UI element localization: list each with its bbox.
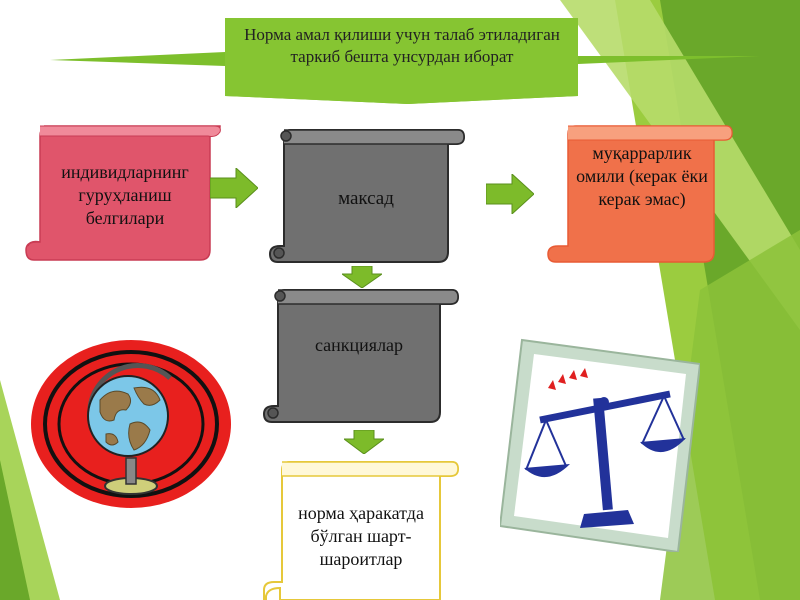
arrow-down-1	[342, 266, 382, 288]
label-group-features: индивидларнинг гуруҳланиш белгилари	[61, 161, 189, 228]
label-conditions: норма ҳаракатда бўлган шарт-шароитлар	[298, 502, 424, 569]
scroll-sanctions: санкциялар	[262, 286, 460, 426]
scales-of-justice-icon	[500, 338, 700, 552]
label-goal: максад	[338, 187, 394, 209]
arrow-right-1	[210, 168, 258, 208]
diagram-title: Норма амал қилиши учун талаб этиладиган …	[244, 25, 560, 66]
arrow-right-2	[486, 174, 534, 214]
globe-icon	[31, 340, 231, 508]
label-sanctions: санкциялар	[314, 335, 404, 355]
arrow-down-2	[344, 430, 384, 454]
scroll-necessity: муқаррарлик омили (керак ёки керак эмас)	[547, 124, 733, 264]
label-necessity: муқаррарлик омили (керак ёки керак эмас)	[576, 143, 708, 209]
scroll-goal: максад	[268, 124, 466, 266]
scroll-conditions: норма ҳаракатда бўлган шарт-шароитлар	[262, 460, 460, 600]
scroll-group-features: индивидларнинг гуруҳланиш белгилари	[25, 118, 221, 261]
